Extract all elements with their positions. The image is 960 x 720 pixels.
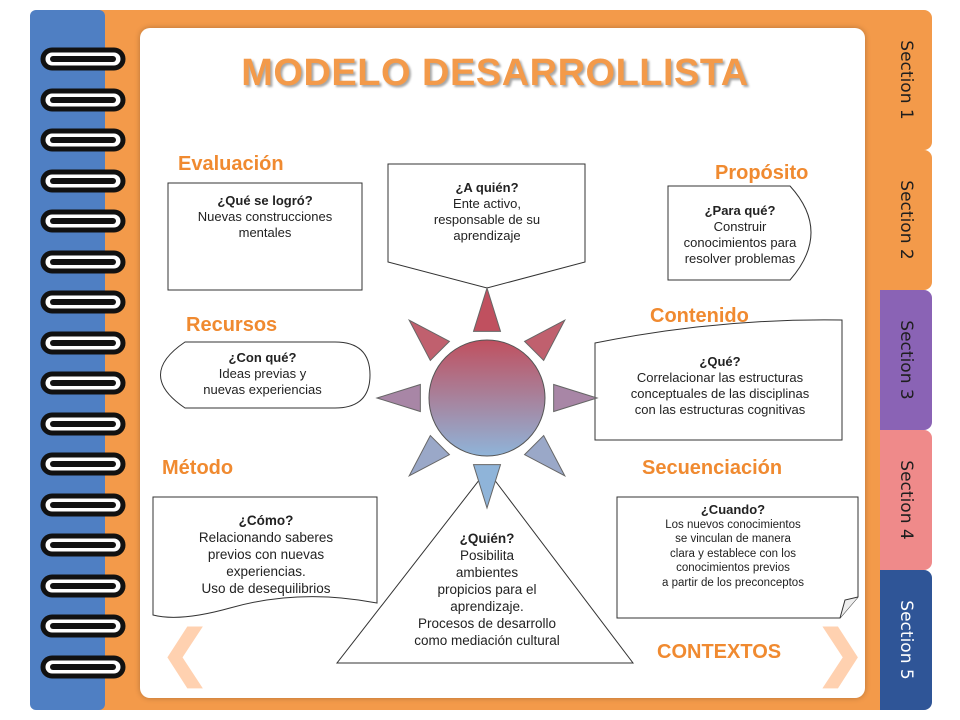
binder-ring	[40, 613, 126, 639]
sun-core	[428, 339, 546, 457]
binder-ring	[40, 532, 126, 558]
evaluacion-text: ¿Qué se logró? Nuevas construcciones men…	[197, 193, 333, 240]
sun-ray	[472, 464, 502, 510]
quien-text: ¿Quién? Posibilita ambientes propicios p…	[414, 531, 560, 648]
binder-ring	[40, 330, 126, 356]
heading-recursos: Recursos	[186, 314, 278, 336]
tab-section-2[interactable]: Section 2	[880, 150, 932, 290]
binder-ring	[40, 46, 126, 72]
tab-section-4[interactable]: Section 4	[880, 430, 932, 570]
sun-ray	[375, 383, 421, 413]
tab-section-5[interactable]: Section 5	[880, 570, 932, 710]
contenido-shape	[594, 319, 843, 441]
recursos-shape	[160, 341, 371, 409]
heading-proposito: Propósito	[715, 162, 809, 184]
page-title: MODELO DESARROLLISTA	[241, 52, 749, 94]
secuenciacion-text: ¿Cuando? Los nuevos conocimientos se vin…	[662, 502, 804, 589]
metodo-shape	[152, 496, 378, 618]
binder-ring	[40, 289, 126, 315]
binder-ring	[40, 208, 126, 234]
evaluacion-box	[167, 182, 363, 291]
tab-section-3[interactable]: Section 3	[880, 290, 932, 430]
proposito-shape	[667, 185, 812, 281]
quien-triangle	[335, 469, 635, 664]
recursos-text: ¿Con qué? Ideas previas y nuevas experie…	[203, 350, 322, 397]
a-quien-callout	[387, 163, 586, 289]
heading-secuenciacion: Secuenciación	[642, 457, 783, 479]
metodo-text: ¿Cómo? Relacionando saberes previos con …	[198, 513, 334, 596]
sun-ray	[408, 434, 451, 477]
sun-ray	[408, 319, 451, 362]
sun-ray	[553, 383, 599, 413]
heading-metodo: Método	[162, 457, 234, 479]
binder-ring	[40, 127, 126, 153]
heading-contenido: Contenido	[650, 305, 749, 327]
binder-ring	[40, 411, 126, 437]
heading-evaluacion: Evaluación	[178, 153, 284, 175]
binder-ring	[40, 451, 126, 477]
binder-ring	[40, 573, 126, 599]
binder-ring	[40, 492, 126, 518]
binder-ring	[40, 654, 126, 680]
binder-ring	[40, 370, 126, 396]
binder-ring	[40, 168, 126, 194]
sun-shape	[375, 286, 599, 510]
contenido-text: ¿Qué? Correlacionar las estructuras conc…	[630, 354, 810, 417]
sun-ray	[523, 319, 566, 362]
proposito-text: ¿Para qué? Construir conocimientos para …	[683, 203, 797, 266]
next-arrow-icon[interactable]: ❯	[815, 619, 866, 686]
a-quien-text: ¿A quién? Ente activo, responsable de su…	[433, 180, 541, 243]
sun-ray	[523, 434, 566, 477]
prev-arrow-icon[interactable]: ❮	[160, 619, 211, 686]
secuenciacion-fold	[839, 596, 859, 619]
binder-ring	[40, 249, 126, 275]
sun-ray	[472, 286, 502, 332]
tab-section-1[interactable]: Section 1	[880, 10, 932, 150]
binder-ring	[40, 87, 126, 113]
contextos-label: CONTEXTOS	[657, 641, 782, 663]
